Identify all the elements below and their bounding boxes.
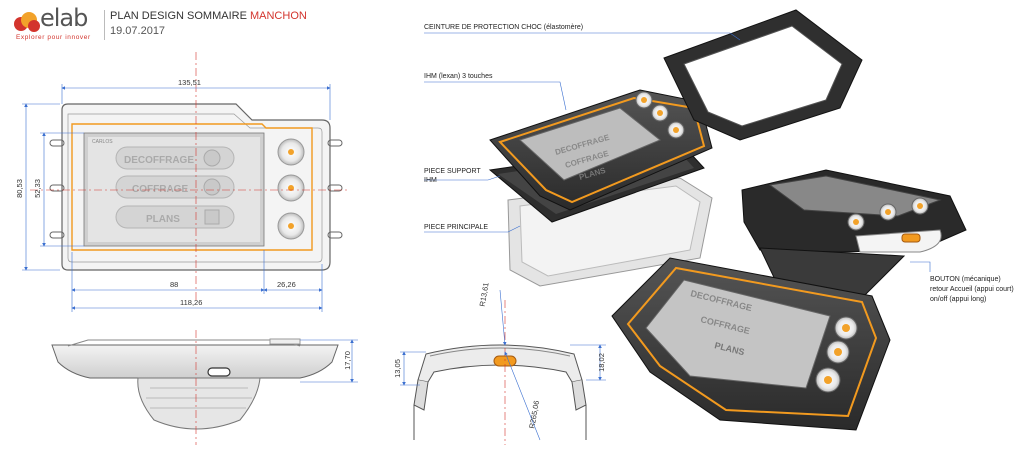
logo-cloud-icon [14,12,40,32]
dim-right-offset: 26,26 [277,280,296,289]
screen-brand-label: CARLOS [92,139,113,145]
callout-button-1: BOUTON (mécanique) [930,276,1001,283]
cross-section-dimensions [400,289,606,441]
logo-tagline: Explorer pour innover [16,34,91,41]
screen-button-2: COFFRAGE [115,175,235,199]
title-main: PLAN DESIGN SOMMAIRE [110,10,247,22]
front-render: DECOFFRAGE COFFRAGE PLANS [611,257,891,431]
screen-button-label: COFFRAGE [132,184,188,195]
dim-total-width: 135,51 [178,78,201,87]
side-view [51,330,339,445]
page-date: 19.07.2017 [110,25,166,37]
elab-logo: elab Explorer pour innover [12,4,102,48]
dim-total-height: 80,53 [14,179,24,198]
front-view: CARLOS DECOFFRAGE COFFRAGE PLANS [30,52,350,300]
dim-side-thickness: 17,70 [342,351,352,370]
screen-button-1: DECOFFRAGE [115,146,235,170]
page-title: PLAN DESIGN SOMMAIRE MANCHON [110,10,307,22]
title-highlight: MANCHON [249,10,307,22]
exploded-view: DECOFFRAGE COFFRAGE PLANS [488,9,863,287]
logo-wordmark: elab [40,4,88,32]
screen-button-3: PLANS [115,205,235,229]
front-view-dimensions [22,84,331,312]
callout-ihm: IHM (lexan) 3 touches [424,73,493,80]
cross-section-view [413,300,587,445]
dim-front-right: 18,02 [596,353,606,372]
callout-belt: CEINTURE DE PROTECTION CHOC (élastomère) [424,24,584,31]
dim-front-left: 13,05 [392,359,402,378]
dim-screen-width: 88 [170,280,179,289]
header-divider [104,10,105,40]
side-view-dimensions [300,339,358,383]
callout-main-piece: PIECE PRINCIPALE [424,224,489,231]
screen-button-label: PLANS [146,214,180,225]
usb-port-icon [207,367,231,377]
callout-support-2: IHM [424,177,437,184]
callout-button-2: retour Accueil (appui court) [930,286,1014,293]
screen-button-label: DECOFFRAGE [124,155,194,166]
dim-inner-width: 118,26 [180,298,203,307]
dim-screen-height: 52,33 [32,179,42,198]
mechanical-button [901,233,921,243]
callout-support-1: PIECE SUPPORT [424,168,481,175]
callout-leaders [424,32,931,272]
callout-button-3: on/off (appui long) [930,296,987,303]
